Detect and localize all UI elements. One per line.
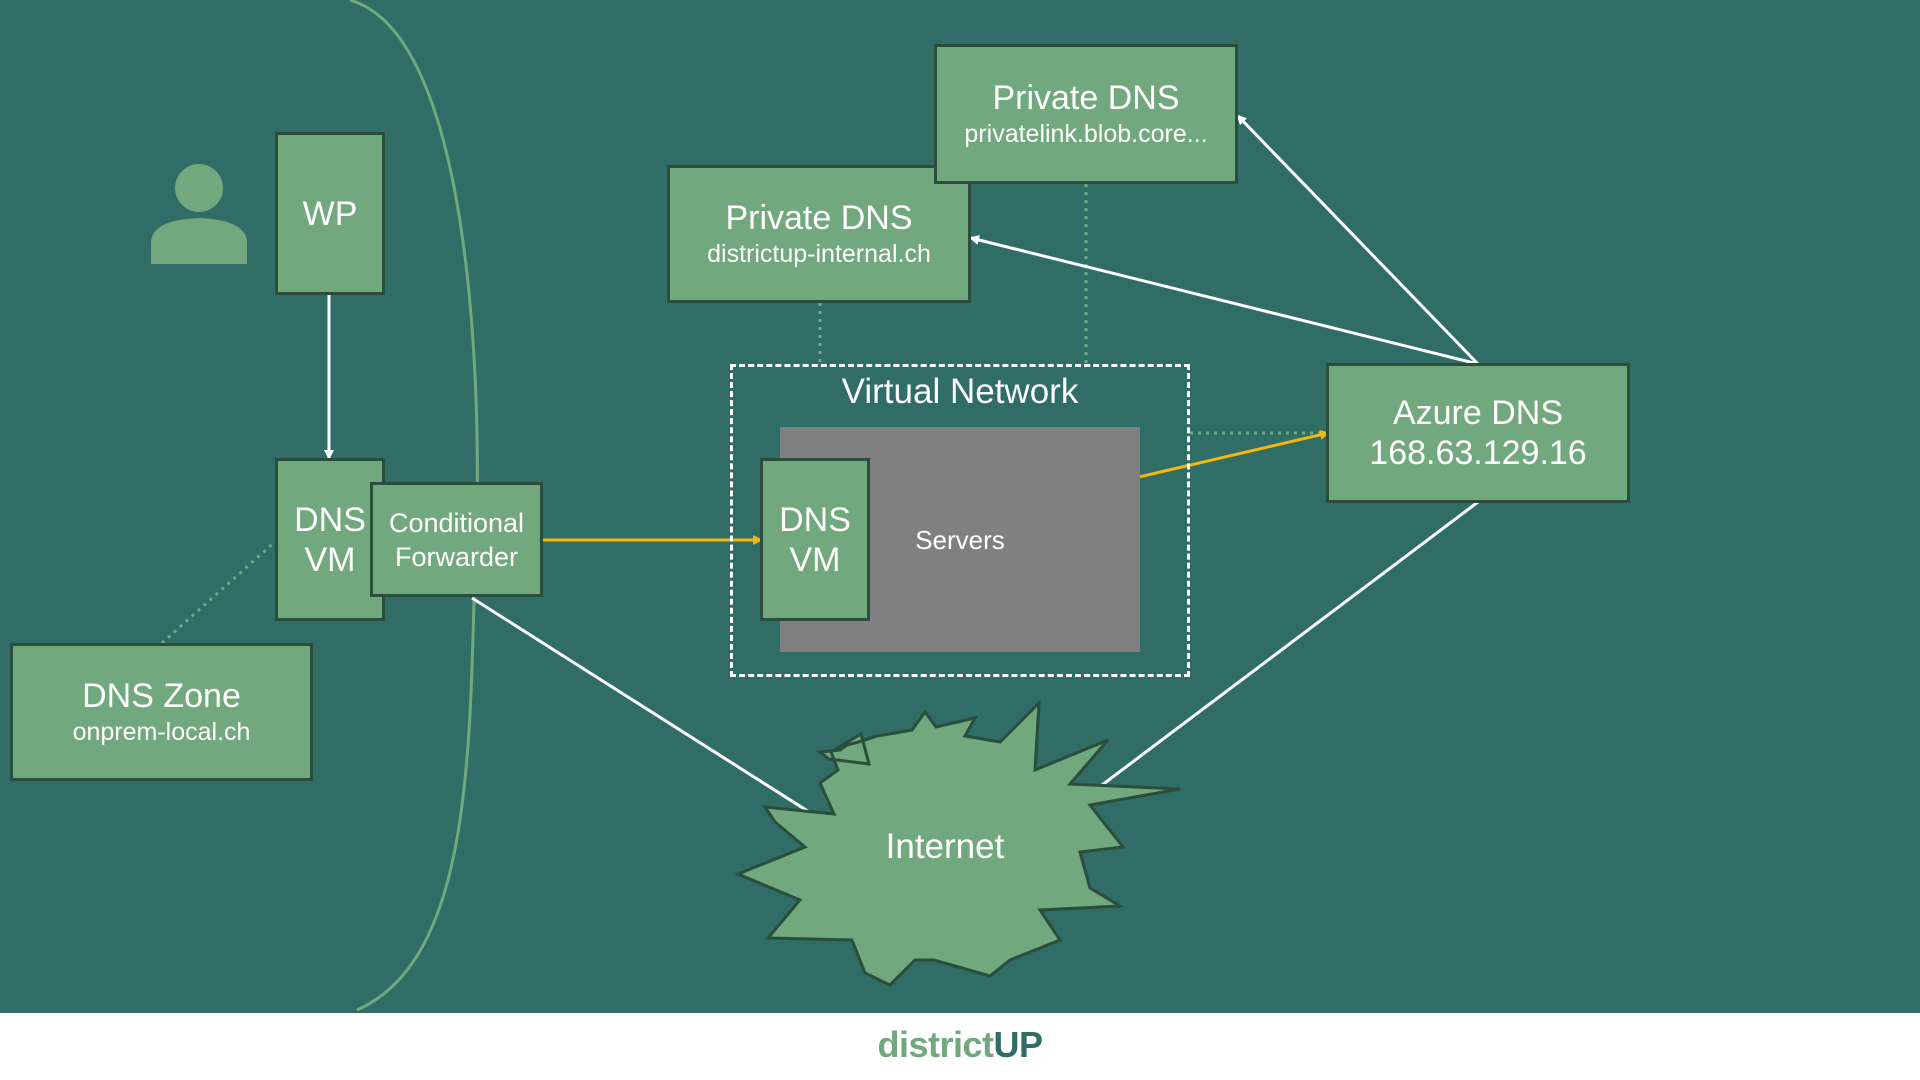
azure-dns-to-private-blob-arrow [1236,114,1480,366]
footer [0,1013,1920,1080]
private-dns-internal-box: Private DNS districtup-internal.ch [667,165,971,303]
private-dns-internal-subtitle: districtup-internal.ch [707,240,931,268]
forwarder-to-internet-arrow [471,596,860,845]
onprem-dns-vm-line1: DNS [294,500,366,539]
azure-dns-ip: 168.63.129.16 [1369,434,1587,472]
dns-zone-title: DNS Zone [82,677,241,715]
onprem-dns-vm-box: DNS VM [275,458,385,621]
brand-part2: UP [993,1024,1044,1065]
azure-dns-vm-line2: VM [789,540,841,579]
private-dns-blob-subtitle: privatelink.blob.core... [964,120,1208,148]
conditional-forwarder-line2: Forwarder [394,541,519,572]
dns-zone-box: DNS Zone onprem-local.ch [10,643,313,781]
connector-layer [151,0,1480,1012]
diagram-canvas: Virtual Network Servers WP DNS VM Condit… [0,0,1920,1013]
azure-dns-vm-line1: DNS [779,500,851,539]
private-dns-blob-box: Private DNS privatelink.blob.core... [934,44,1238,184]
internet-label: Internet [885,827,1005,866]
azure-dns-title: Azure DNS [1392,394,1564,432]
conditional-forwarder-line1: Conditional [388,507,525,538]
virtual-network-frame [730,364,1190,677]
conditional-forwarder-box: Conditional Forwarder [370,482,543,597]
wp-box: WP [275,132,385,295]
person-icon [151,164,247,264]
onprem-dns-vm-line2: VM [304,540,356,579]
azure-dns-vm-box: DNS VM [760,458,870,621]
servers-label: Servers [915,525,1005,555]
virtual-network-label: Virtual Network [841,372,1079,411]
azure-dns-to-private-internal-arrow [969,235,1479,366]
azure-dns-box: Azure DNS 168.63.129.16 [1326,363,1630,503]
dns-zone-link [160,538,279,645]
internet-starburst [734,699,1181,987]
private-dns-internal-title: Private DNS [725,199,913,237]
private-dns-blob-title: Private DNS [992,79,1180,117]
dns-zone-subtitle: onprem-local.ch [72,718,251,746]
brand-logo: districtUP [0,1024,1920,1066]
brand-part1: district [877,1024,994,1065]
wp-label: WP [302,194,358,233]
